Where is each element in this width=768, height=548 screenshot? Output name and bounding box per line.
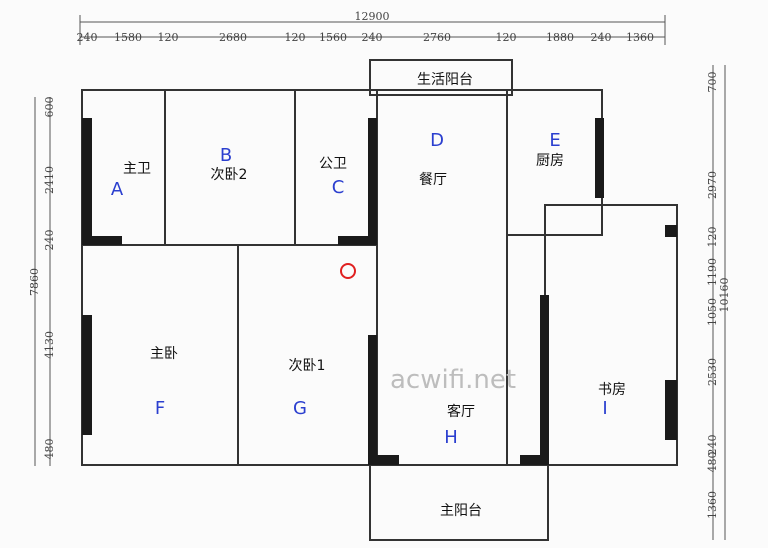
room-study: 书房 bbox=[598, 382, 626, 398]
room-living: 客厅 bbox=[447, 403, 475, 420]
dim-label: 2410 bbox=[43, 166, 56, 194]
letter-h: H bbox=[444, 427, 458, 448]
letter-i: I bbox=[602, 398, 607, 419]
dim-label: 480 bbox=[43, 439, 56, 460]
dim-label: 1050 bbox=[706, 298, 719, 326]
dim-label: 240 bbox=[77, 31, 98, 44]
letter-f: F bbox=[155, 398, 165, 419]
dim-label: 1560 bbox=[319, 31, 347, 44]
dim-label: 120 bbox=[706, 227, 719, 248]
dim-label: 2970 bbox=[706, 171, 719, 199]
room-main-balcony: 主阳台 bbox=[440, 503, 482, 519]
room-public-bath: 公卫 bbox=[319, 156, 347, 172]
dim-label: 2760 bbox=[423, 31, 451, 44]
letter-b: B bbox=[220, 145, 232, 166]
dim-label: 1360 bbox=[706, 491, 719, 519]
dim-label: 120 bbox=[496, 31, 517, 44]
room-master-bedroom: 主卧 bbox=[150, 346, 178, 362]
dim-label: 120 bbox=[158, 31, 179, 44]
letter-a: A bbox=[111, 179, 124, 200]
dim-label: 2680 bbox=[219, 31, 247, 44]
dim-label: 2530 bbox=[706, 358, 719, 386]
room-bedroom2: 次卧2 bbox=[211, 167, 248, 183]
dim-label: 240 bbox=[43, 230, 56, 251]
dim-label: 1360 bbox=[626, 31, 654, 44]
location-marker bbox=[340, 263, 356, 279]
dim-label: 480 bbox=[706, 452, 719, 473]
dim-label: 240 bbox=[706, 435, 719, 456]
dim-label: 1190 bbox=[706, 258, 719, 286]
dim-left: 7860 600 2410 240 4130 480 bbox=[28, 97, 56, 460]
letter-d: D bbox=[430, 130, 444, 151]
dim-right: 700 2970 120 1190 1050 2530 240 480 1360… bbox=[706, 72, 731, 520]
room-dining: 餐厅 bbox=[419, 172, 447, 188]
dim-label: 1580 bbox=[114, 31, 142, 44]
letter-e: E bbox=[549, 130, 560, 151]
dim-label: 4130 bbox=[43, 331, 56, 359]
dim-label: 240 bbox=[362, 31, 383, 44]
thick-walls bbox=[82, 118, 677, 465]
dim-label: 600 bbox=[43, 97, 56, 118]
room-kitchen: 厨房 bbox=[536, 153, 564, 169]
dim-label: 120 bbox=[285, 31, 306, 44]
dim-top-segments: 240 1580 120 2680 120 1560 240 2760 120 … bbox=[77, 31, 655, 44]
letter-g: G bbox=[293, 398, 307, 419]
dim-label: 1880 bbox=[546, 31, 574, 44]
dim-label: 240 bbox=[591, 31, 612, 44]
room-bedroom1: 次卧1 bbox=[289, 358, 326, 374]
room-service-balcony: 生活阳台 bbox=[417, 72, 473, 88]
right-dimensions bbox=[712, 65, 726, 540]
top-dimensions bbox=[79, 15, 666, 45]
left-dimensions bbox=[34, 97, 51, 466]
dim-top-total: 12900 bbox=[355, 10, 390, 23]
walls bbox=[81, 59, 678, 541]
dim-label: 7860 bbox=[28, 268, 41, 296]
dim-label: 700 bbox=[706, 72, 719, 93]
watermark: acwifi.net bbox=[390, 365, 516, 395]
room-master-bath: 主卫 bbox=[123, 161, 151, 177]
letter-c: C bbox=[332, 177, 345, 198]
dim-label: 10160 bbox=[718, 278, 731, 313]
